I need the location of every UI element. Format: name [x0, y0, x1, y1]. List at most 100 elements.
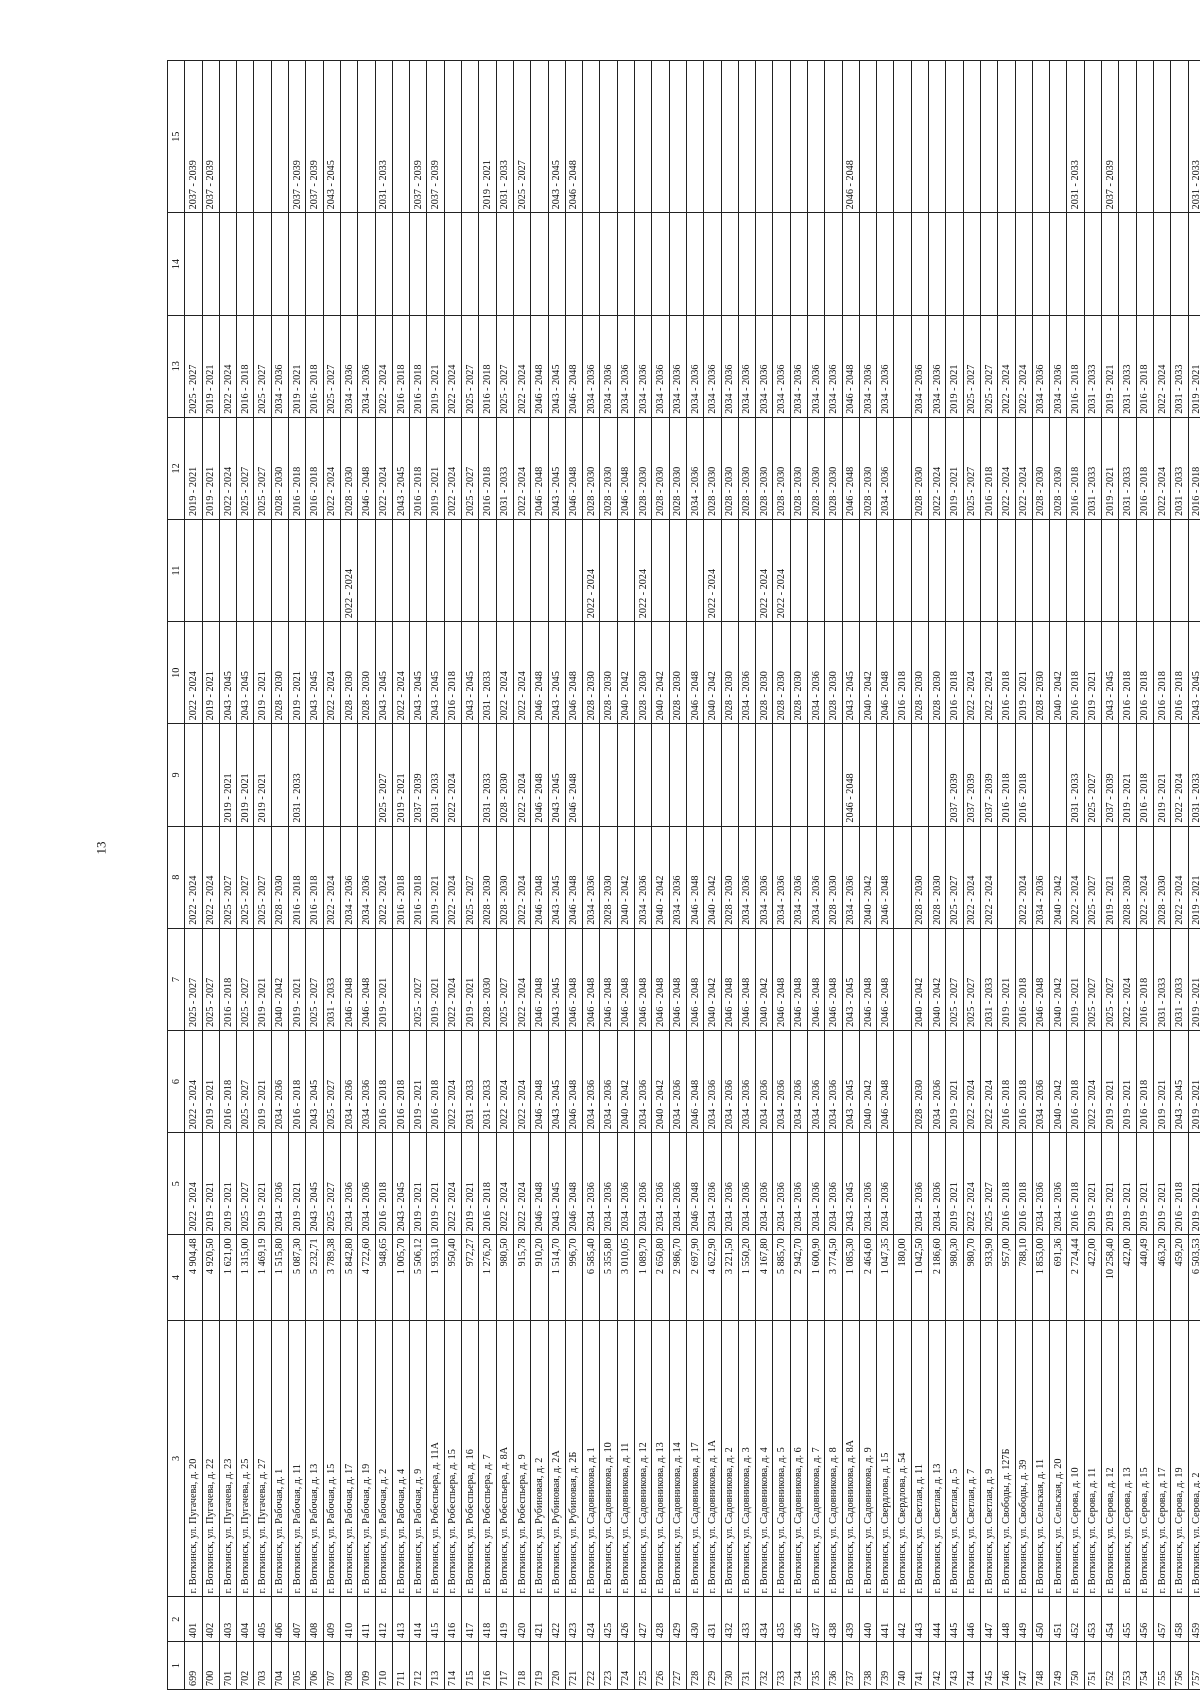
table-cell: 2040 - 2042	[1049, 621, 1067, 724]
table-cell: 2022 - 2024	[219, 315, 237, 418]
table-cell: 2046 - 2048	[790, 928, 808, 1031]
table-cell	[893, 519, 912, 622]
table-cell: 2046 - 2048	[651, 928, 670, 1031]
table-cell	[911, 60, 929, 213]
table-cell: 2034 - 2036	[703, 315, 721, 418]
table-cell: 2022 - 2024	[513, 315, 531, 418]
table-cell	[980, 519, 998, 622]
table-cell: 2040 - 2042	[703, 928, 721, 1031]
table-cell: 2034 - 2036	[807, 621, 825, 724]
table-cell: 2043 - 2045	[548, 315, 566, 418]
table-cell: 443	[911, 1596, 929, 1642]
table-cell	[1084, 519, 1102, 622]
table-cell: 2034 - 2036	[1032, 1132, 1050, 1235]
table-cell: 2031 - 2033	[478, 621, 497, 724]
table-cell: 2031 - 2033	[478, 1030, 497, 1133]
table-cell: 445	[945, 1596, 964, 1642]
table-cell: 2043 - 2045	[461, 621, 479, 724]
table-cell: 2034 - 2036	[876, 1132, 894, 1235]
table-cell: 4 920,50	[202, 1234, 220, 1321]
table-cell	[1049, 212, 1067, 316]
table-cell: 2022 - 2024	[513, 928, 531, 1031]
table-cell: 2022 - 2024	[375, 417, 393, 520]
table-cell: 2025 - 2027	[963, 417, 981, 520]
table-cell: 2022 - 2024	[444, 826, 462, 929]
table-cell	[859, 519, 877, 622]
table-cell: 2034 - 2036	[807, 1030, 825, 1133]
column-header-14: 14	[167, 212, 185, 316]
table-cell: 2019 - 2021	[1118, 723, 1137, 827]
table-cell: 2043 - 2045	[305, 1132, 324, 1235]
table-cell	[893, 928, 912, 1031]
table-cell: 2028 - 2030	[772, 417, 791, 520]
table-cell: г. Воткинск, ул. Серова, д. 17	[1153, 1320, 1171, 1597]
table-cell: 5 842,80	[340, 1234, 358, 1321]
table-cell: 2028 - 2030	[496, 723, 514, 827]
table-cell: 2031 - 2033	[323, 928, 341, 1031]
table-cell	[669, 519, 687, 622]
table-cell: 2016 - 2018	[219, 1030, 237, 1133]
table-cell: 406	[271, 1596, 289, 1642]
table-cell: 456	[1136, 1596, 1154, 1642]
table-cell: 2046 - 2048	[599, 928, 618, 1031]
table-cell: 2022 - 2024	[963, 1132, 981, 1235]
table-cell: 5 885,70	[772, 1234, 791, 1321]
table-cell	[565, 519, 583, 622]
table-cell: 2028 - 2030	[928, 826, 946, 929]
table-cell: г. Воткинск, ул. Светлая, д. 9	[980, 1320, 998, 1597]
table-cell: 2019 - 2021	[219, 723, 237, 827]
table-cell: 701	[219, 1641, 237, 1690]
table-cell: 2019 - 2021	[253, 1030, 272, 1133]
table-cell: 2022 - 2024	[980, 826, 998, 929]
table-cell	[651, 60, 670, 213]
table-cell: 2031 - 2033	[1066, 723, 1085, 827]
table-cell: 2028 - 2030	[478, 826, 497, 929]
table-cell: 444	[928, 1596, 946, 1642]
table-cell	[893, 315, 912, 418]
table-cell: 2022 - 2024	[928, 417, 946, 520]
table-cell: 2043 - 2045	[548, 826, 566, 929]
table-cell: 2034 - 2036	[772, 1030, 791, 1133]
table-cell: 2034 - 2036	[617, 315, 635, 418]
table-cell: 2043 - 2045	[548, 1132, 566, 1235]
table-cell: 2028 - 2030	[634, 621, 652, 724]
table-cell: 2031 - 2033	[1170, 928, 1189, 1031]
table-cell: 2034 - 2036	[669, 1030, 687, 1133]
table-cell: 2034 - 2036	[738, 1132, 756, 1235]
table-cell: 2019 - 2021	[219, 1132, 237, 1235]
table-cell: 2025 - 2027	[496, 928, 514, 1031]
table-cell: 709	[357, 1641, 376, 1690]
table-cell: 2040 - 2042	[1049, 928, 1067, 1031]
table-cell: г. Воткинск, ул. Свободы, д. 127Б	[997, 1320, 1016, 1597]
table-cell	[565, 212, 583, 316]
table-cell: 2025 - 2027	[184, 315, 203, 418]
table-cell: 2046 - 2048	[876, 621, 894, 724]
table-cell: 2016 - 2018	[219, 928, 237, 1031]
table-cell: 2034 - 2036	[859, 1132, 877, 1235]
table-cell: 2034 - 2036	[617, 1132, 635, 1235]
table-cell: г. Воткинск, ул. Робеспьера, д. 9	[513, 1320, 531, 1597]
table-cell: 2016 - 2018	[1066, 1030, 1085, 1133]
table-cell: 2046 - 2048	[842, 417, 860, 520]
table-cell: 2046 - 2048	[530, 723, 549, 827]
table-cell	[1032, 212, 1050, 316]
table-cell: 455	[1118, 1596, 1137, 1642]
table-cell: г. Воткинск, ул. Садовникова, д. 2	[721, 1320, 739, 1597]
table-cell: 2019 - 2021	[1118, 1132, 1137, 1235]
table-cell: 1 933,10	[426, 1234, 445, 1321]
table-cell: 2028 - 2030	[634, 417, 652, 520]
table-cell: 2031 - 2033	[1188, 723, 1200, 827]
table-cell: 2046 - 2048	[842, 60, 860, 213]
table-cell: 2025 - 2027	[945, 826, 964, 929]
column-header-13: 13	[167, 315, 185, 418]
table-cell: г. Воткинск, ул. Рабочая, д. 4	[392, 1320, 410, 1597]
table-cell	[824, 723, 843, 827]
table-cell: 910,20	[530, 1234, 549, 1321]
table-cell	[530, 212, 549, 316]
table-cell: 718	[513, 1641, 531, 1690]
table-cell: 2016 - 2018	[305, 315, 324, 418]
table-cell	[738, 723, 756, 827]
table-cell: 2016 - 2018	[444, 621, 462, 724]
